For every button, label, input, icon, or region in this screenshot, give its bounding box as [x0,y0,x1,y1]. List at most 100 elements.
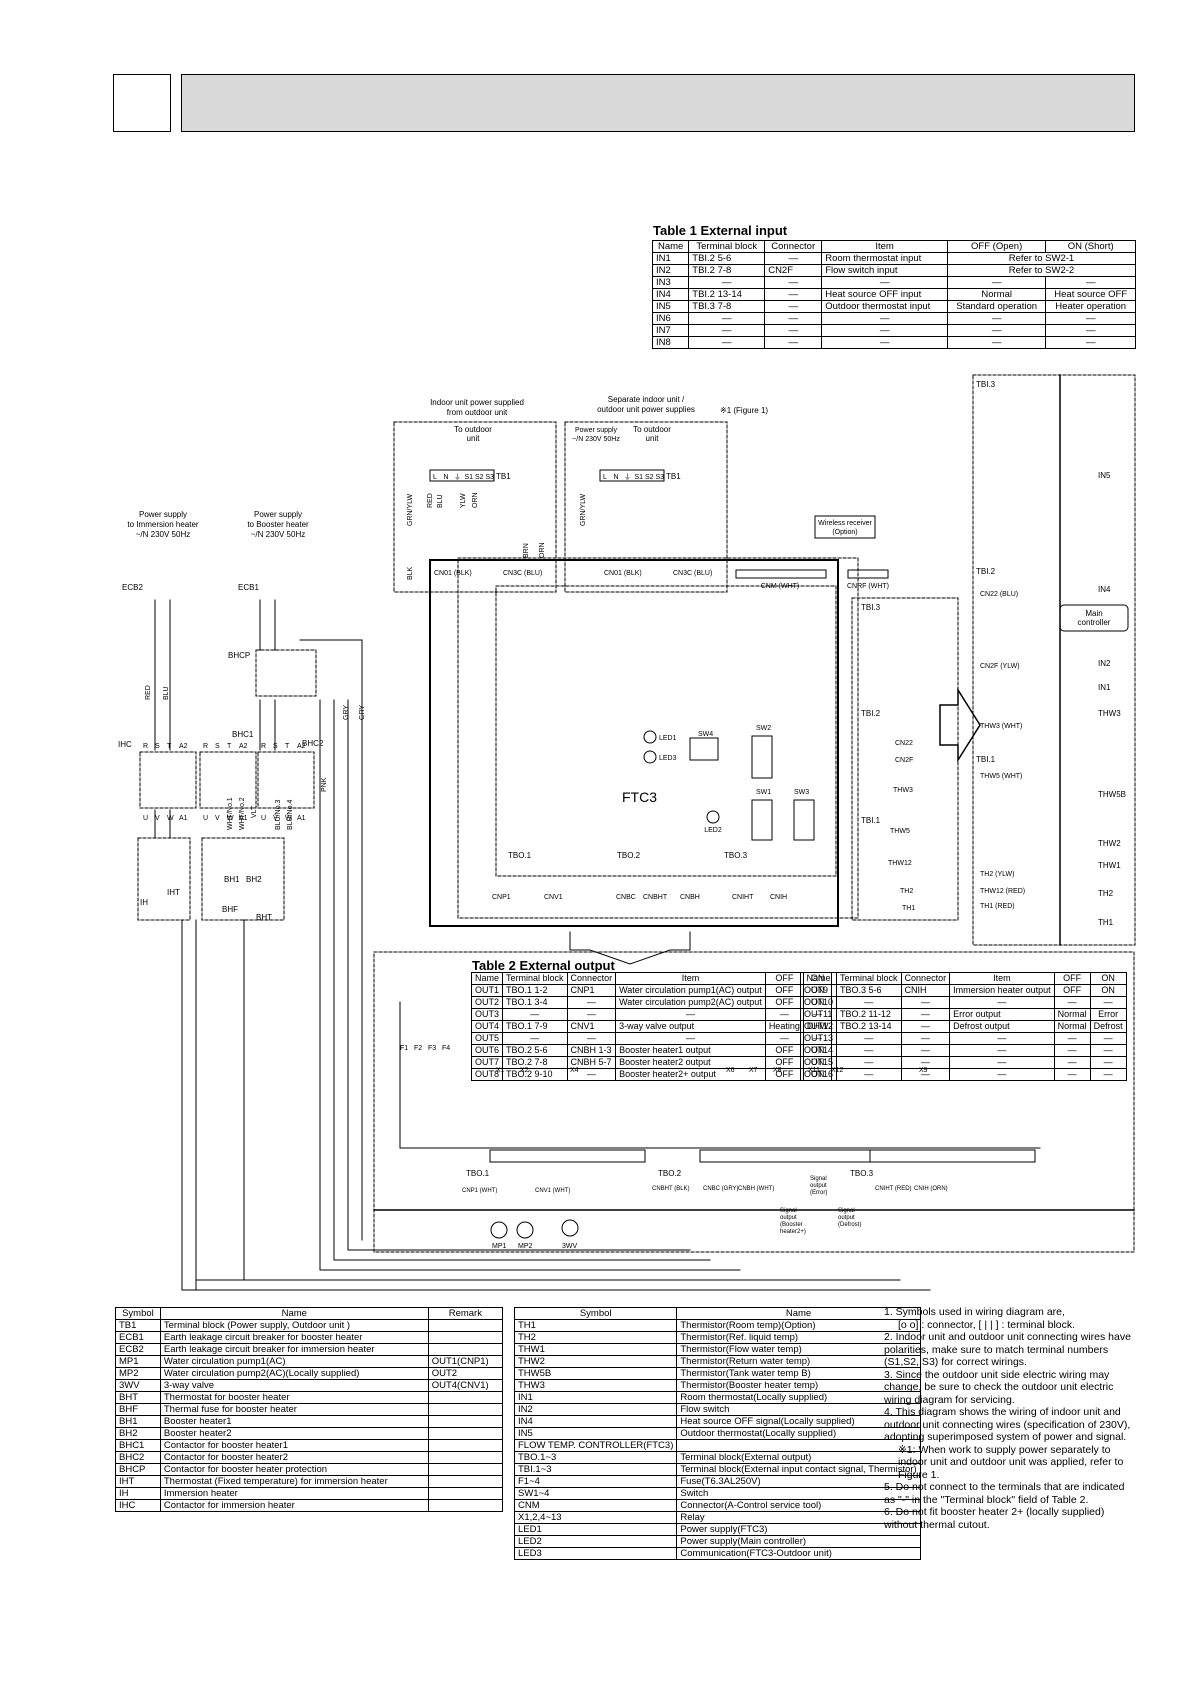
diagram-label: WHT/No.2 [239,797,246,830]
diagram-label: S [155,743,160,750]
diagram-label: CN22 [895,740,913,747]
diagram-label: BHT [256,913,272,922]
diagram-label: R [203,743,208,750]
diagram-label: ※1 (Figure 1) [720,406,768,415]
diagram-label: A1 [179,815,188,822]
diagram-label: TBI.3 [976,380,996,389]
diagram-label: CNIHT [732,894,754,901]
diagram-label: V [215,815,220,822]
diagram-label: ~/N 230V 50Hz [572,436,620,443]
table-row: OUT10————— [799,996,1127,1009]
diagram-label: TBO.1 [466,1169,490,1178]
diagram-label: F3 [428,1045,436,1052]
diagram-label: W [285,815,292,822]
table-cell: OUT16 [799,1068,838,1081]
diagram-label: Indoor unit power supplied [430,398,524,407]
diagram-label: THW12 [888,860,912,867]
section-number-box [113,74,171,132]
diagram-label: A2 [239,743,248,750]
diagram-label: BLU [437,494,444,508]
diagram-label: ECB1 [238,583,259,592]
diagram-label: V [273,815,278,822]
diagram-label: Wireless receiver [818,520,872,527]
diagram-label: L [603,474,607,481]
table-cell: IHC [115,1499,161,1512]
diagram-label: TH2 (YLW) [980,871,1014,878]
notes-list: 1. Symbols used in wiring diagram are,[o… [884,1306,1134,1531]
diagram-label: X12 [831,1067,844,1074]
diagram-label: SW4 [698,731,713,738]
diagram-label: TBI.2 [861,709,881,718]
diagram-label: VLT [251,805,258,818]
diagram-label: BLU/No.3 [275,800,282,830]
diagram-label: Power supply [139,510,187,519]
diagram-label: T [227,743,232,750]
table-cell: — [764,336,823,349]
diagram-label: unit [467,434,481,443]
diagram-label: BLK [407,566,414,580]
table-cell: Defrost [1089,1020,1127,1033]
diagram-label: CNV1 (WHT) [535,1188,570,1194]
table-cell: — [1089,1068,1127,1081]
diagram-label: ⏚ [624,473,631,481]
diagram-label: CN3C (BLU) [503,570,542,577]
note-item: 3. Since the outdoor unit side electric … [884,1368,1114,1406]
diagram-label: R [143,743,148,750]
section-header-bar [181,74,1135,132]
ftc3-board [429,559,839,927]
diagram-label: CNP1 [492,894,511,901]
diagram-label: THW3 [893,787,913,794]
diagram-label: GRN/YLW [580,493,587,526]
diagram-label: T [285,743,290,750]
diagram-label: THW5 [890,828,910,835]
diagram-label: V [155,815,160,822]
diagram-label: TB1 [496,472,511,481]
table-cell: OUT8 [470,1068,504,1081]
diagram-label: Signal [780,1208,797,1214]
diagram-label: TBO.2 [617,851,641,860]
diagram-label: CN2F [895,757,913,764]
diagram-label: L [433,474,437,481]
diagram-label: IN5 [1098,471,1111,480]
diagram-label: THW12 (RED) [980,888,1025,895]
diagram-label: GRN/YLW [407,493,414,526]
diagram-label: BH1 [224,875,240,884]
diagram-label: Signal [838,1208,855,1214]
diagram-label: TH1 [1098,918,1114,927]
diagram-label: Signal [810,1176,827,1182]
diagram-label: from outdoor unit [447,408,508,417]
diagram-label: IH [140,898,148,907]
diagram-label: CNBC (GRY) [703,1186,739,1192]
diagram-label: Main [1085,609,1102,618]
table-cell: — [900,1068,951,1081]
diagram-label: S2 [645,474,654,481]
diagram-label: THW3 (WHT) [980,723,1022,730]
diagram-label: LED1 [659,735,677,742]
diagram-label: CNBH (WHT) [738,1186,774,1192]
diagram-label: CN01 (BLK) [604,570,642,577]
diagram-label: PNK [321,777,328,792]
diagram-label: CNBHT (BLK) [652,1186,690,1192]
diagram-label: unit [646,434,660,443]
diagram-label: BH2 [246,875,262,884]
diagram-label: TBI.1 [861,816,881,825]
diagram-label: GRY [343,705,350,720]
diagram-label: CNV1 [544,894,563,901]
table-row: OUT16————— [799,1068,1127,1081]
diagram-label: CNRF (WHT) [847,583,889,590]
diagram-label: IHC [118,740,132,749]
diagram-label: SW1 [756,789,771,796]
table2-caption: Table 2 External output [472,958,615,973]
diagram-label: A2 [297,743,306,750]
diagram-label: X9 [919,1067,928,1074]
note-item: 5. Do not connect to the terminals that … [884,1481,1125,1506]
